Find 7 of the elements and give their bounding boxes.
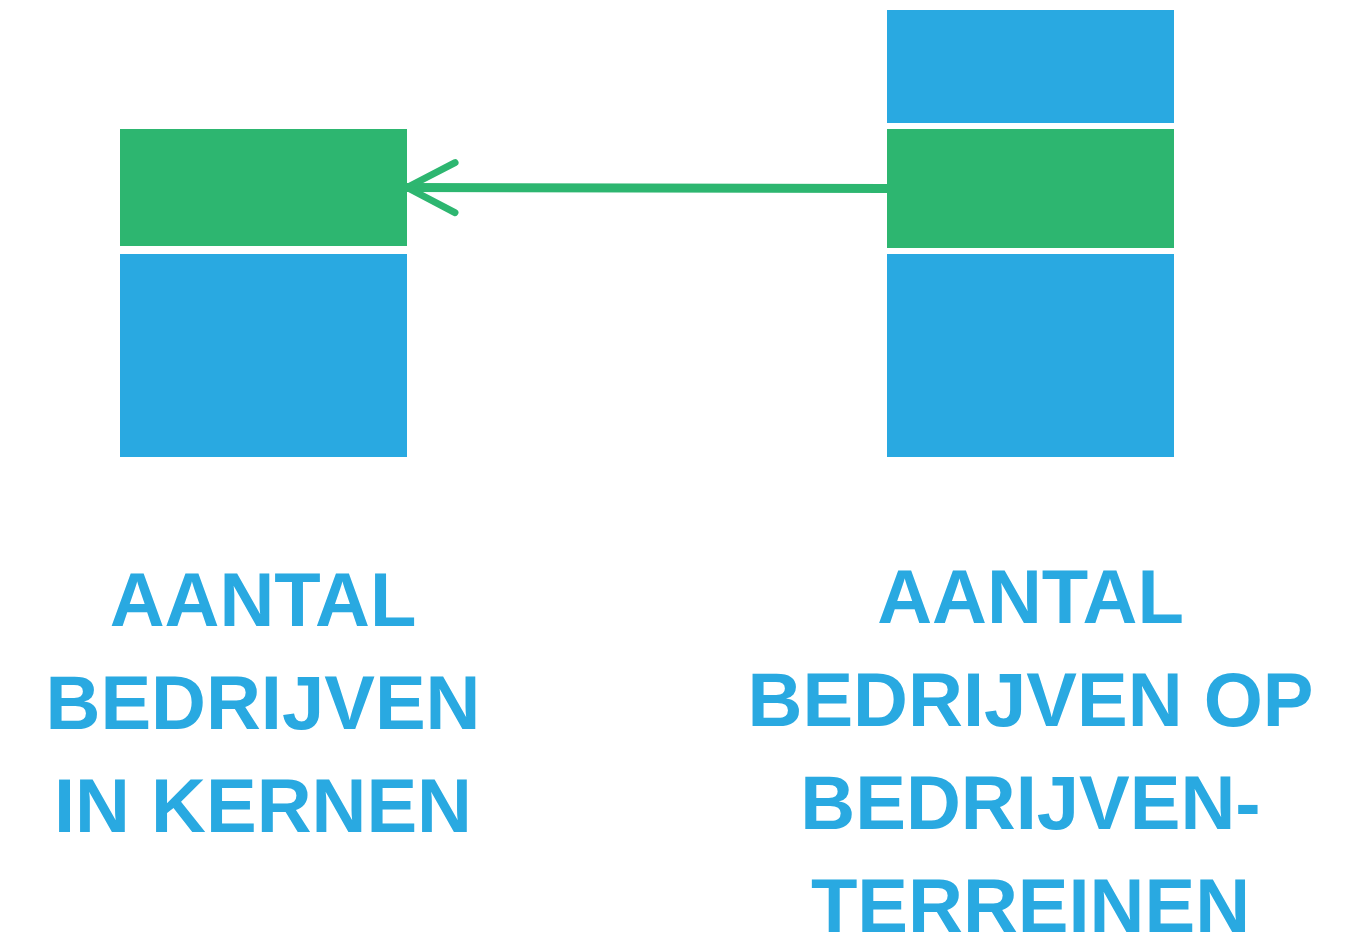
- color-block: [887, 10, 1174, 123]
- color-block: [120, 254, 407, 457]
- color-block: [120, 129, 407, 246]
- column-caption: AANTAL BEDRIJVEN OP BEDRIJVEN- TERREINEN: [746, 553, 1315, 941]
- color-block: [887, 129, 1174, 248]
- color-block: [887, 254, 1174, 457]
- column-caption: AANTAL BEDRIJVEN IN KERNEN: [44, 556, 482, 850]
